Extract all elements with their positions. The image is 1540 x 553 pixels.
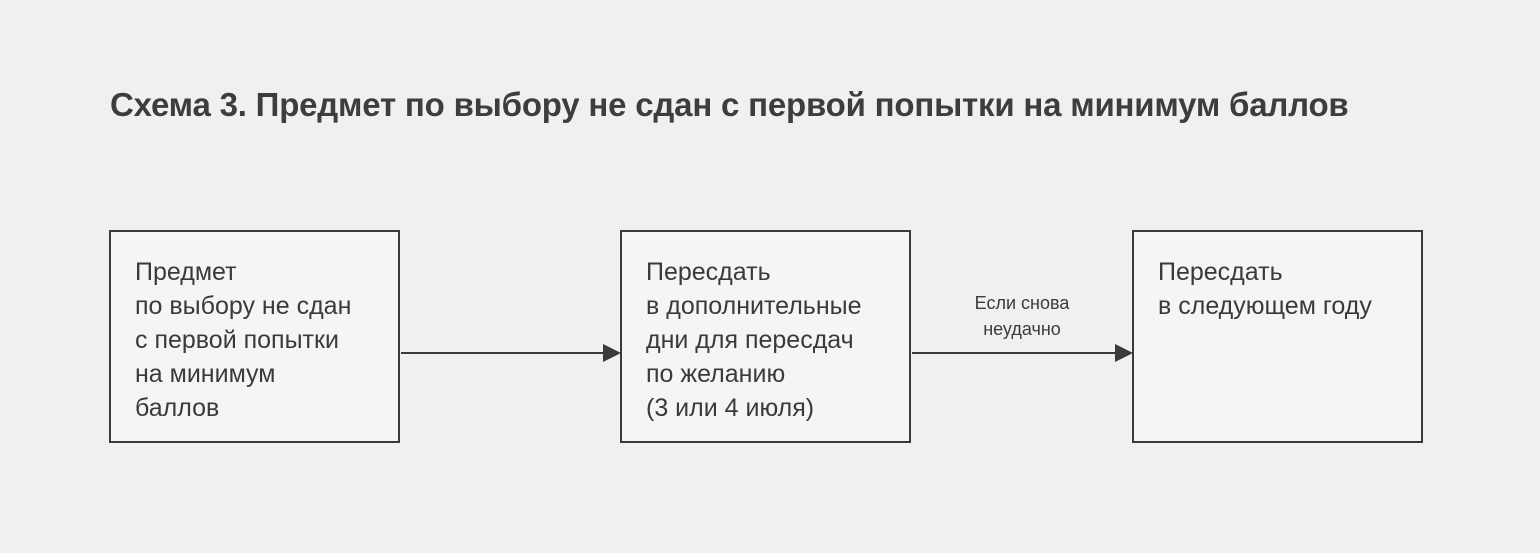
node-text-line: дни для пересдач [646,326,854,354]
arrowhead-icon [603,344,621,362]
node-text-line: (3 или 4 июля) [646,394,815,422]
arrowhead-icon [1115,344,1133,362]
node-failed-elective: Предмет по выбору не сдан с первой попыт… [109,230,400,443]
node-retake-next-year: Пересдать в следующем году [1132,230,1423,443]
node-text-line: в дополнительные [646,292,862,320]
edge-label-line: Если снова [974,293,1070,313]
node-text-line: по выбору не сдан [135,292,352,320]
node-text-line: баллов [135,394,220,422]
node-text-line: Пересдать [646,258,771,286]
edge-label-line: неудачно [983,319,1061,339]
node-text-line: Пересдать [1158,258,1283,286]
node-text-line: Предмет [135,258,237,286]
diagram-title: Схема 3. Предмет по выбору не сдан с пер… [110,86,1349,123]
node-retake-additional-days: Пересдать в дополнительные дни для перес… [620,230,911,443]
node-text-line: на минимум [135,360,276,388]
node-text-line: с первой попытки [135,326,339,354]
edge-n1-n2 [401,344,621,362]
edge-n2-n3 [912,344,1133,362]
node-text-line: в следующем году [1158,292,1372,320]
node-text-line: по желанию [646,360,786,388]
